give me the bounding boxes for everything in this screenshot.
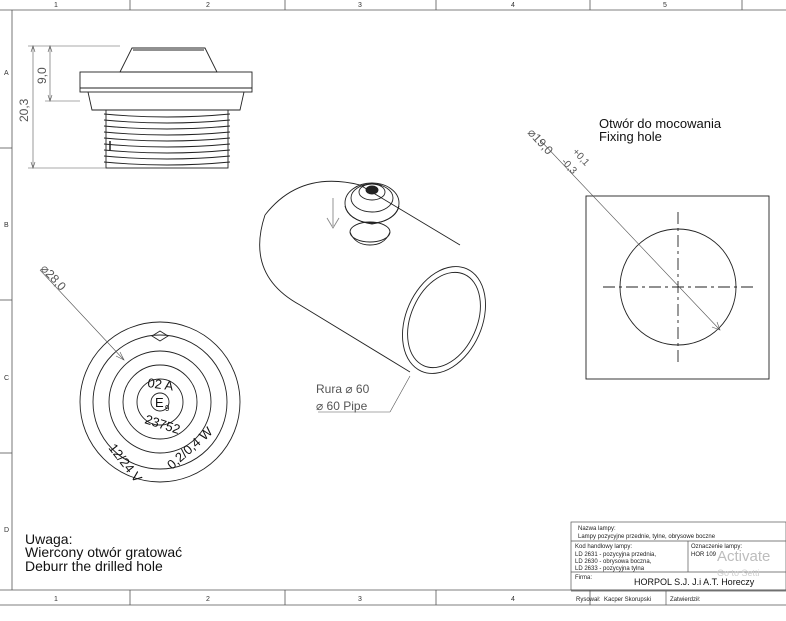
dim-height-label: 20,3 <box>17 98 31 122</box>
pipe-label-leader <box>318 375 411 413</box>
grid-row-label: A <box>4 70 9 77</box>
tb-drawn-label: Rysował: <box>576 597 601 603</box>
marking-number: 23752 <box>143 412 182 437</box>
grid-column-labels-top: 1 2 3 4 5 <box>54 2 667 9</box>
note-line-en: Deburr the drilled hole <box>25 558 163 574</box>
pipe-label-en: ⌀ 60 Pipe <box>316 399 368 413</box>
marking-e-sub: 9 <box>165 404 170 413</box>
tb-approved-label: Zatwierdził: <box>670 597 701 603</box>
voltage-label: 12/24 V <box>106 441 146 486</box>
activation-watermark-line2: Go to Setti <box>717 568 760 578</box>
grid-col-label: 4 <box>511 2 515 9</box>
pipe-label-pl: Rura ⌀ 60 <box>316 382 370 396</box>
tb-mark-value: HOR 109 <box>691 552 717 558</box>
pipe-open-end <box>402 266 486 374</box>
side-view <box>79 47 253 169</box>
note-line-pl: Wiercony otwór gratować <box>25 544 182 560</box>
hole-dimension <box>539 139 721 331</box>
marking-code: 02 A <box>147 375 175 394</box>
grid-col-label: 3 <box>358 596 362 603</box>
title-block <box>570 521 786 605</box>
hole-title-en: Fixing hole <box>599 129 662 144</box>
e-mark-circle <box>150 392 170 412</box>
side-view-dimensions <box>28 45 120 169</box>
drawing-frame <box>0 0 786 606</box>
grid-row-label: D <box>4 527 9 534</box>
hole-title-pl: Otwór do mocowania <box>599 116 722 131</box>
activation-watermark-line1: Activate <box>717 548 770 565</box>
grid-col-label: 5 <box>663 2 667 9</box>
grid-col-label: 3 <box>358 2 362 9</box>
grid-col-label: 2 <box>206 2 210 9</box>
tb-code-1: LD 2631 - pozycyjna przednia, <box>575 552 656 558</box>
grid-col-label: 1 <box>54 596 58 603</box>
tb-code-2: LD 2630 - obrysowa boczna, <box>575 559 652 565</box>
tb-firm-label: Firma: <box>575 575 592 581</box>
tb-code-label: Kod handlowy lampy: <box>575 544 632 550</box>
top-view-dimension <box>39 269 125 361</box>
grid-column-labels-bottom: 1 2 3 4 <box>54 596 515 603</box>
grid-row-label: C <box>4 375 9 382</box>
grid-col-label: 4 <box>511 596 515 603</box>
notes-block: Uwaga: Wiercony otwór gratować Deburr th… <box>25 531 182 574</box>
grid-row-label: B <box>4 222 9 229</box>
grid-col-label: 2 <box>206 596 210 603</box>
top-view <box>79 321 241 483</box>
grid-row-labels: A B C D <box>4 70 9 534</box>
tb-firm-value: HORPOL S.J. J.i A.T. Horeczy <box>634 577 755 587</box>
dim-diameter-label: ⌀28,0 <box>38 261 69 293</box>
isometric-view <box>259 180 486 374</box>
dim-head-label: 9,0 <box>35 67 49 84</box>
iso-lamp-head <box>344 182 400 224</box>
tb-mark-label: Oznaczenie lampy: <box>691 544 742 550</box>
hole-frame <box>585 195 770 380</box>
grid-col-label: 1 <box>54 2 58 9</box>
tb-name-label: Nazwa lampy: <box>578 526 616 532</box>
tb-drawn-value: Kacper Skorupski <box>604 597 651 603</box>
tb-code-3: LD 2633 - pozycyjna tylna <box>575 566 645 572</box>
note-heading: Uwaga: <box>25 531 72 547</box>
hole-dim-label: ⌀19,0 <box>525 125 556 157</box>
tb-name-value: Lampy pozycyjne przednie, tylne, obrysow… <box>578 534 716 540</box>
thread-lines <box>103 113 231 166</box>
hole-view <box>585 195 770 380</box>
marking-e: E <box>155 395 164 410</box>
